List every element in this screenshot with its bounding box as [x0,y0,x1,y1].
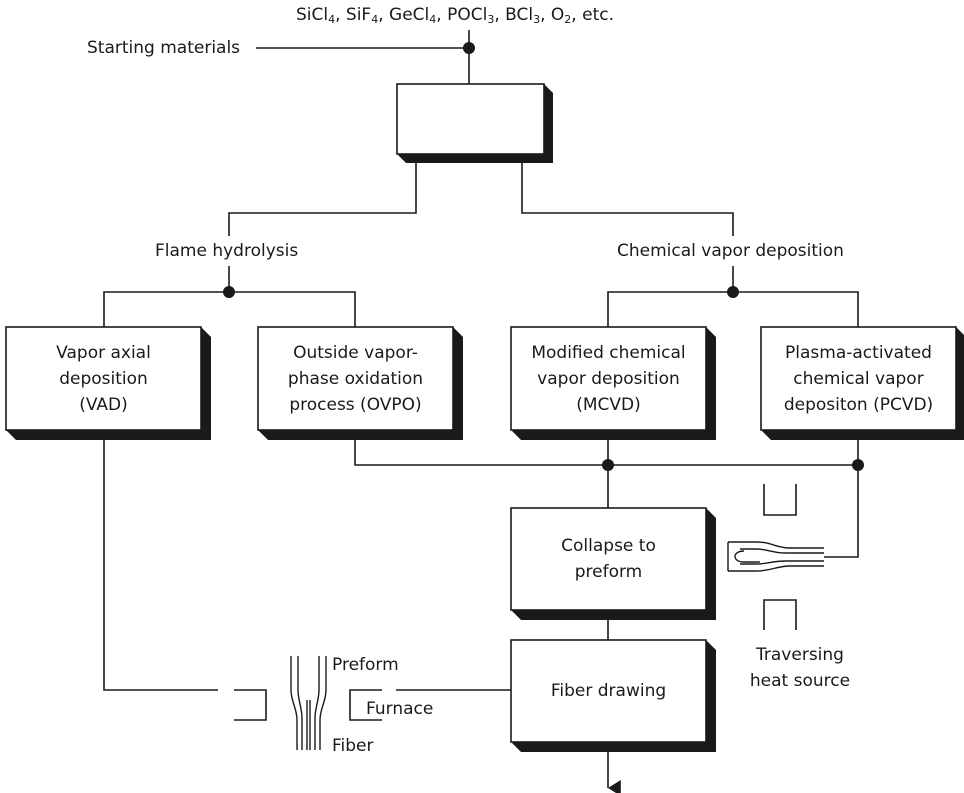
chemicals-list: SiCl4, SiF4, GeCl4, POCl3, BCl3, O2, etc… [296,5,614,26]
connector-line [521,154,734,236]
mcvd-box [510,326,716,440]
junction-dot [602,459,614,471]
drawing-label: Fiber drawing [550,681,667,701]
pcvd-box [760,326,964,440]
starting-materials-label: Starting materials [87,38,241,58]
connector-line [228,154,417,236]
furnace-label: Furnace [366,699,434,719]
flame-hydrolysis-label: Flame hydrolysis [155,241,299,261]
preform-label: Preform [332,655,399,675]
junction-dot [463,42,475,54]
tube-collapse-icon [727,541,824,572]
junction-dot [727,286,739,298]
connector-line [103,430,218,691]
connector-line [824,465,859,558]
ovpo-box [257,326,463,440]
drawing-box [510,639,716,752]
junction-dot [852,459,864,471]
preform-fiber-icon [290,656,327,750]
drawing-tower-illustration [234,689,382,721]
collapse-box [510,507,716,620]
junction-dot [223,286,235,298]
heat-source-illustration [763,484,797,630]
cvd-label: Chemical vapor deposition [617,241,844,261]
vad-box [5,326,211,440]
connector-line [354,430,858,466]
source-box [396,83,553,163]
fiber-label: Fiber [332,736,374,756]
